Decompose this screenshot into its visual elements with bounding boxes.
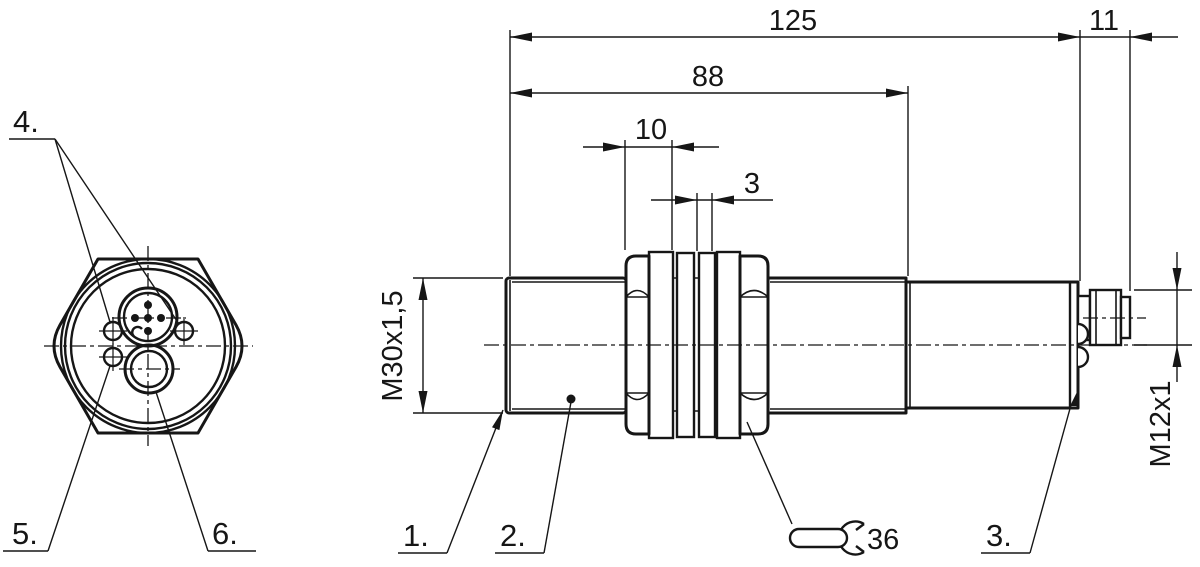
dim-lock-nut-width: 10 — [635, 114, 667, 146]
dimension-3: 3 — [651, 168, 773, 205]
callout-6-label: 6. — [212, 516, 238, 551]
callout-2-dot — [566, 394, 576, 404]
dimension-88: 88 — [510, 61, 908, 98]
callout-1-label: 1. — [403, 518, 429, 553]
callout-3-leader — [1029, 404, 1072, 554]
dimensions: 125 88 11 10 3 — [377, 5, 1192, 468]
dim-connector-length: 11 — [1089, 5, 1119, 37]
arrowhead — [1058, 32, 1080, 42]
callout-2-label: 2. — [500, 518, 526, 553]
arrowhead — [603, 142, 625, 152]
dimension-m12: M12x1 — [1145, 252, 1182, 468]
callout-4-leader-a — [54, 138, 111, 323]
callout-3-label: 3. — [986, 518, 1012, 553]
front-view — [44, 246, 253, 446]
side-view — [484, 250, 1150, 440]
callout-4-leader-b — [54, 138, 180, 325]
dim-thread-length: 88 — [692, 61, 724, 93]
arrowhead — [418, 278, 428, 300]
orientation-mark — [1070, 390, 1078, 406]
rear-bump-lower — [1077, 345, 1090, 369]
wrench-handle — [788, 527, 849, 549]
wrench-leader — [746, 421, 793, 525]
arrowhead — [418, 391, 428, 413]
dim-washer-thickness: 3 — [744, 168, 760, 200]
arrowhead — [712, 195, 734, 205]
arrowhead — [510, 32, 532, 42]
lock-nut2-hex-facets — [739, 289, 769, 401]
dimension-125: 125 — [510, 5, 1080, 42]
callout-5-label: 5. — [12, 516, 38, 551]
extension-lines — [413, 30, 1192, 414]
arrowhead — [886, 88, 908, 98]
arrowhead — [510, 88, 532, 98]
lock-nut1-hex — [624, 254, 651, 436]
callout-5-leader — [47, 365, 111, 552]
connector-keying-notch — [131, 325, 143, 338]
threaded-barrel-edge-lines — [770, 281, 905, 410]
arrowhead — [1130, 32, 1152, 42]
rear-bump-upper — [1077, 322, 1090, 346]
dimension-m30: M30x1,5 — [377, 278, 428, 413]
thread-gap-lines — [673, 277, 717, 412]
callouts: 4. 5. 6. 1. 2. 3. 36 — [3, 104, 1072, 556]
dim-connector-thread: M12x1 — [1145, 380, 1177, 467]
led-lower-left-crosshair — [99, 343, 127, 371]
led-right-crosshair — [170, 317, 198, 345]
front-sleeve-edge-lines — [512, 281, 625, 410]
callout-2-leader — [543, 401, 572, 554]
arrowhead — [675, 195, 697, 205]
arrowhead — [1172, 345, 1182, 367]
dimension-10: 10 — [583, 114, 719, 152]
wrench-size-value: 36 — [867, 524, 899, 556]
wrench-icon — [788, 520, 865, 556]
callout-4-label: 4. — [13, 104, 39, 139]
dim-front-thread: M30x1,5 — [377, 290, 409, 401]
callout-6-leader — [155, 391, 209, 552]
hex-nut-outline — [52, 257, 244, 435]
callout-1-arrowhead — [492, 410, 503, 431]
callout-1-leader — [446, 409, 504, 554]
led-indicators — [99, 317, 198, 371]
dimension-11: 11 — [1080, 5, 1178, 42]
led-upper-left-crosshair — [99, 317, 127, 345]
lock-nut1-hex-facets — [625, 289, 650, 401]
arrowhead — [1172, 268, 1182, 290]
dim-overall-length: 125 — [769, 5, 817, 37]
arrowhead — [672, 142, 694, 152]
